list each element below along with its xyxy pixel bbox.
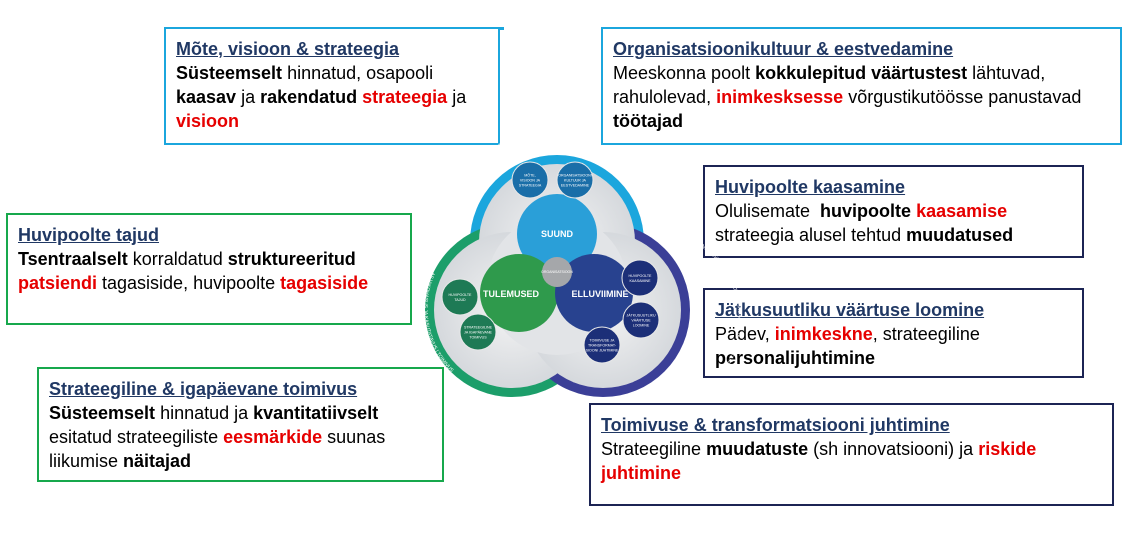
node-kaasamine-label: HUVIPOOLTE xyxy=(629,274,653,278)
bold-text: personalijuhtimine xyxy=(715,348,876,368)
bold-text: Süsteemselt xyxy=(176,63,283,83)
highlight-text: inimkesksesse xyxy=(716,87,844,107)
bold-text: näitajad xyxy=(123,451,192,471)
node-kultuur-label: ORGANISATSIOONI xyxy=(558,174,591,178)
bold-text: kaasav xyxy=(176,87,237,107)
bold-text: struktureeritud xyxy=(227,249,356,269)
box-title: Huvipoolte kaasamine xyxy=(715,177,906,197)
body-text: tagasiside, huvipoolte xyxy=(97,273,281,293)
suund-label: SUUND xyxy=(541,229,574,239)
node-transformatsioon-label: TRANSFORMAT- xyxy=(588,344,617,348)
tulemused-circle xyxy=(480,254,558,332)
box-title: Huvipoolte tajud xyxy=(18,225,159,245)
organisatsioon-circle xyxy=(542,257,572,287)
organisatsioon-label: ORGANISATSIOON xyxy=(541,270,573,274)
elluviimine-label: ELLUVIIMINE xyxy=(571,289,628,299)
body-text: Pädev, xyxy=(715,324,775,344)
ring-label-right: LÄHENEMISVIIS | RAKENDATUS | HINDAMINE J… xyxy=(689,236,743,371)
body-text: korraldatud xyxy=(127,249,228,269)
bold-text: huvipoolte xyxy=(820,201,912,221)
bold-text: rakendatud xyxy=(260,87,358,107)
node-toimivus-label: JA IGAPÄEVANE xyxy=(464,331,492,335)
body-text: strateegia alusel tehtud xyxy=(715,201,1013,245)
node-tajud-label: HUVIPOOLTE xyxy=(449,293,473,297)
tulemused-label: TULEMUSED xyxy=(483,289,540,299)
body-text: Meeskonna poolt xyxy=(613,63,756,83)
node-mote-label: MÕTE, xyxy=(524,173,535,178)
body-text: lähtuvad, rahulolevad, xyxy=(613,63,1051,107)
body-text: , strateegiline xyxy=(872,324,985,344)
body-text: ja xyxy=(236,87,261,107)
body-text: (sh innovatsiooni) ja xyxy=(808,439,979,459)
body-text: Olulisemate xyxy=(715,201,821,221)
highlight-text: inimkeskne xyxy=(774,324,873,344)
node-toimivus-circle xyxy=(459,313,497,351)
node-transformatsioon-circle xyxy=(583,326,621,364)
box-title: Mõte, visioon & strateegia xyxy=(176,39,400,59)
node-jatkusuutlik-circle xyxy=(622,301,660,339)
highlight-text: riskide juhtimine xyxy=(601,439,1042,483)
body-text: ja xyxy=(447,87,472,107)
node-kultuur-label: KULTUUR JA xyxy=(564,179,587,183)
node-kaasamine-circle xyxy=(621,259,659,297)
highlight-text: visioon xyxy=(176,111,240,131)
node-transformatsioon-label: SIOONI JUHTIMINE xyxy=(586,349,619,353)
node-kultuur-label: EESTVEDAMINE xyxy=(561,184,590,188)
node-jatkusuutlik-label: VÄÄRTUSE xyxy=(631,319,651,323)
bold-text: muudatuste xyxy=(706,439,809,459)
node-transformatsioon-label: TOIMIVUSE JA xyxy=(590,339,615,343)
suund-circle xyxy=(517,194,597,274)
node-toimivus-label: STRATEEGILINE xyxy=(464,326,493,330)
node-toimivus-label: TOIMIVUS xyxy=(469,336,487,340)
node-jatkusuutlik-label: LOOMINE xyxy=(633,324,650,328)
bold-text: Tsentraalselt xyxy=(18,249,128,269)
body-text: esitatud strateegiliste xyxy=(49,403,384,447)
highlight-text: strateegia xyxy=(362,87,448,107)
node-kaasamine-label: KAASAMINE xyxy=(630,279,652,283)
bold-text: kokkulepitud väärtustest xyxy=(755,63,968,83)
elluviimine-circle xyxy=(555,254,633,332)
bold-text: Süsteemselt xyxy=(49,403,156,423)
body-text: Strateegiline xyxy=(601,439,707,459)
highlight-text: eesmärkide xyxy=(223,427,323,447)
bold-text: kvantitatiivselt xyxy=(253,403,379,423)
highlight-text: kaasamise xyxy=(916,201,1008,221)
body-text: hinnatud ja xyxy=(155,403,254,423)
box-title: Jätkusuutliku väärtuse loomine xyxy=(715,300,985,320)
body-text: võrgustikutöösse panustavad xyxy=(843,87,1087,107)
bold-text: muudatused xyxy=(906,225,1014,245)
box-title: Strateegiline & igapäevane toimivus xyxy=(49,379,358,399)
box-title: Organisatsioonikultuur & eestvedamine xyxy=(613,39,954,59)
highlight-text: tagasiside xyxy=(280,273,369,293)
box-title: Toimivuse & transformatsiooni juhtimine xyxy=(601,415,950,435)
node-tajud-label: TAJUD xyxy=(454,298,466,302)
bold-text: töötajad xyxy=(613,111,683,131)
body-text: suunas liikumise xyxy=(49,427,391,471)
node-tajud-circle xyxy=(441,278,479,316)
node-kultuur-circle xyxy=(556,161,594,199)
node-mote-circle xyxy=(511,161,549,199)
node-jatkusuutlik-label: JÄTKUSUUTLIKU xyxy=(626,314,656,318)
body-text: hinnatud, osapooli xyxy=(282,63,439,83)
highlight-text: patsiendi xyxy=(18,273,98,293)
node-mote-label: VISIOON JA xyxy=(520,179,541,183)
node-mote-label: STRATEEGIA xyxy=(519,184,542,188)
